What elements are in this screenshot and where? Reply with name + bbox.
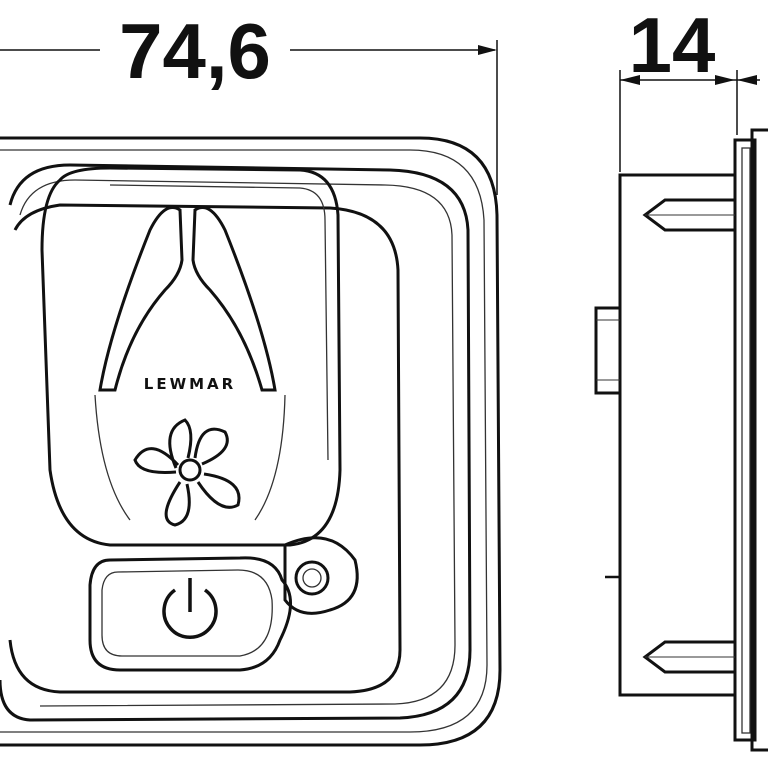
width-label: 74,6 <box>119 7 271 95</box>
indicator-led <box>283 536 359 615</box>
power-icon <box>162 578 218 639</box>
width-dimension: 74,6 <box>0 7 498 195</box>
fan-icon[interactable] <box>133 418 241 527</box>
depth-dimension: 14 <box>619 1 760 172</box>
power-button[interactable] <box>88 556 292 672</box>
front-view: LEWMAR <box>0 136 502 747</box>
lewmar-logo: LEWMAR <box>144 375 236 393</box>
side-view <box>594 128 768 752</box>
depth-label: 14 <box>629 1 716 89</box>
